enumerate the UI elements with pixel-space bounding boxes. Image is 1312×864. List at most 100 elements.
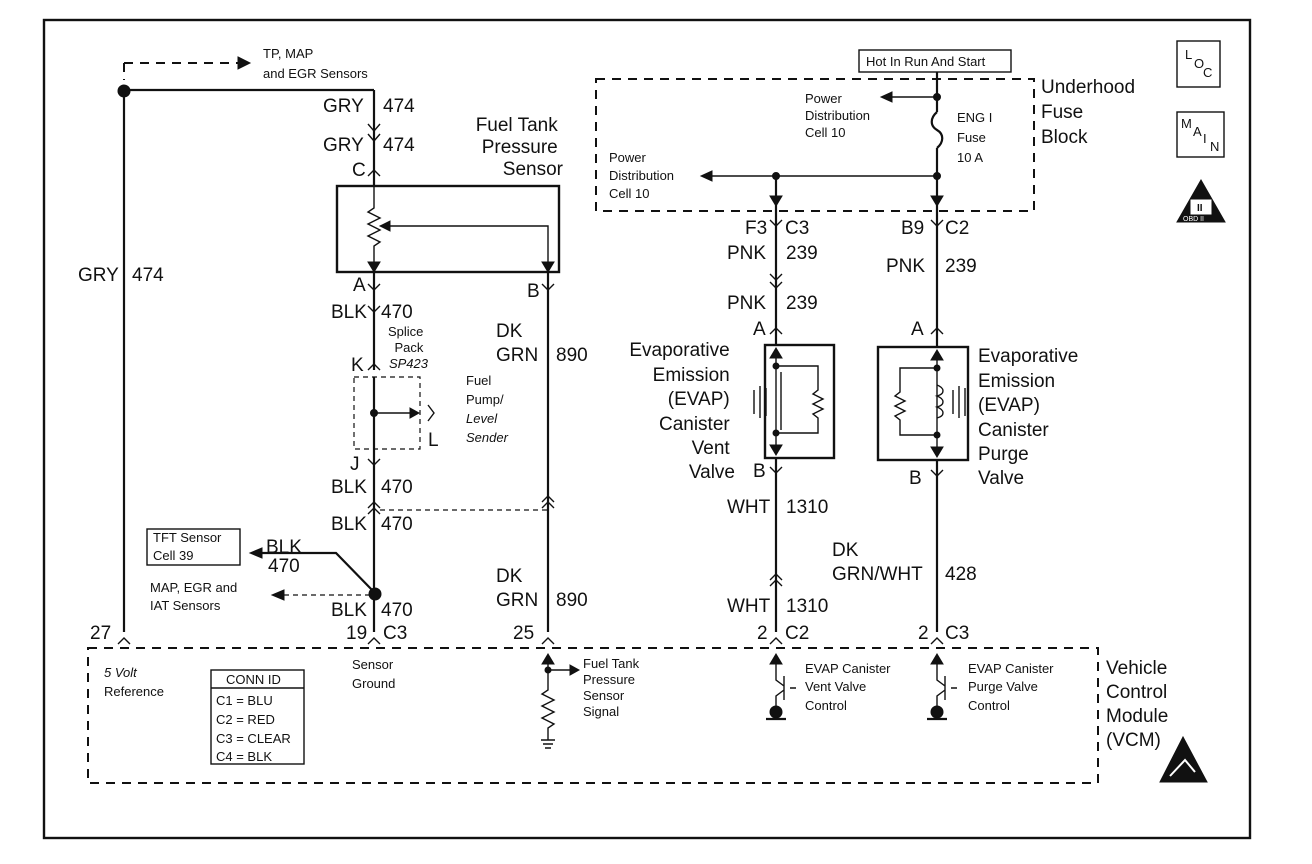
pnk-239-label-b: PNK 239 — [727, 293, 818, 314]
purge-ctrl-driver — [936, 664, 957, 706]
vcm-box — [87, 647, 1099, 784]
main-icon-n: N — [1210, 139, 1219, 154]
esd-warning-icon — [1159, 735, 1208, 783]
pin-c2-top-label: C2 — [945, 218, 969, 239]
purge-ctrl-label: EVAP Canister Purge Valve Control — [968, 661, 1057, 713]
pin-c-mark — [367, 169, 381, 177]
ftp-signal-arrow — [541, 653, 555, 665]
tft-sensor-box — [146, 528, 241, 566]
pin-2-vent-mark — [769, 637, 783, 645]
purge-dot-1 — [933, 364, 941, 372]
main-icon-m: M — [1181, 116, 1192, 131]
ftp-signal-label: Fuel Tank Pressure Sensor Signal — [583, 656, 643, 719]
pin-b9-label: B9 — [901, 218, 924, 239]
hot-in-run-label: Hot In Run And Start — [866, 54, 986, 69]
vent-pin-a: A — [753, 319, 766, 340]
purge-feed-arrow — [930, 195, 944, 207]
vcm-label: Vehicle Control Module (VCM) — [1106, 658, 1174, 751]
power-dist-top-label: Power Distribution Cell 10 — [805, 91, 874, 140]
map-egr-iat-label: MAP, EGR and IAT Sensors — [150, 580, 241, 613]
blk-470-label-j: BLK 470 — [331, 477, 413, 498]
purge-pin-a-mark — [930, 327, 944, 335]
purge-in-arrow — [930, 349, 944, 361]
splice-dot-ground — [368, 587, 382, 601]
sensor-b-arrow — [541, 261, 555, 273]
purge-pin-b: B — [909, 468, 922, 489]
tft-arrow — [248, 547, 263, 559]
loc-icon-l: L — [1185, 47, 1192, 62]
purge-ctrl-ground — [930, 705, 944, 719]
pin-a-fts: A — [353, 275, 366, 296]
vent-pin-b: B — [753, 461, 766, 482]
evap-purge-valve-box — [876, 345, 970, 462]
obd-ii-icon-inner — [1190, 199, 1212, 215]
pnk-239-label-c: PNK 239 — [886, 256, 977, 277]
wht-1310-label-a: WHT 1310 — [727, 497, 828, 518]
pin-27-mark — [117, 637, 131, 645]
evap-vent-valve-box — [763, 343, 836, 460]
pin-c-label: C — [352, 160, 366, 181]
pin-f3-label: F3 — [745, 218, 767, 239]
ftp-ground-symbol — [541, 739, 555, 749]
vent-ctrl-arrow — [769, 653, 783, 665]
conn-id-title: CONN ID — [226, 672, 281, 687]
vent-coil-bars — [753, 386, 767, 418]
power-dist-top-arrow — [879, 91, 893, 103]
purge-coil-circuit — [893, 360, 938, 447]
pin-b-fts: B — [527, 281, 540, 302]
power-dist-left-arrow — [699, 170, 713, 182]
tft-wire — [262, 551, 375, 593]
evap-purge-label: Evaporative Emission (EVAP) Canister Pur… — [978, 346, 1084, 489]
main-icon — [1176, 111, 1225, 158]
pin-25-label: 25 — [513, 623, 534, 644]
pin-2-purge: 2 — [918, 623, 929, 644]
pin-25-mark — [541, 637, 555, 645]
ftp-signal-circuit — [540, 656, 556, 740]
main-icon-a: A — [1193, 124, 1202, 139]
pin-k-label: K — [351, 355, 364, 376]
pin-c3-purge: C3 — [945, 623, 969, 644]
purge-coil — [934, 384, 944, 419]
sensor-potentiometer — [366, 186, 382, 272]
vent-ctrl-driver — [775, 664, 796, 706]
diagram-frame — [42, 18, 1252, 840]
eng-fuse-label: ENG I Fuse 10 A — [957, 110, 996, 165]
blk-470-connector-b — [367, 501, 381, 515]
esd-warning-hand — [1169, 758, 1196, 777]
pnk-239-label-a: PNK 239 — [727, 243, 818, 264]
dk-grn-890-label-a: DK GRN 890 — [496, 321, 588, 366]
loc-icon-o: O — [1194, 56, 1204, 71]
splice-pack-label: Splice Pack SP423 — [388, 324, 429, 371]
purge-pin-a: A — [911, 319, 924, 340]
tp-map-egr-arrow — [237, 56, 252, 70]
loc-icon — [1176, 40, 1221, 88]
vent-dot-2 — [772, 429, 780, 437]
obd-ii-icon-text: II — [1197, 203, 1203, 214]
pin-l-label: L — [428, 430, 439, 451]
pin-c2-vent: C2 — [785, 623, 809, 644]
gry-474-label-1: GRY 474 — [323, 96, 415, 117]
wht-connector — [769, 573, 783, 587]
blk-470-connector-a — [367, 305, 381, 313]
pin-j-label: J — [350, 454, 360, 475]
fuel-pump-label: Fuel Pump/ Level Sender — [466, 373, 509, 445]
vent-out-arrow — [769, 444, 783, 456]
hot-in-run-box — [858, 49, 1012, 73]
obd-ii-icon-caption: OBD II — [1183, 216, 1204, 223]
purge-ctrl-arrow — [930, 653, 944, 665]
fuel-pump-connector — [427, 404, 435, 422]
pin-c3-top-label: C3 — [785, 218, 809, 239]
pin-19-c3: C3 — [383, 623, 407, 644]
purge-out-arrow — [930, 446, 944, 458]
dk-grn-connector — [541, 495, 555, 509]
vent-in-arrow — [769, 347, 783, 359]
underhood-fuse-block-label: Underhood Fuse Block — [1041, 77, 1140, 148]
fuel-pump-tap-arrow — [409, 407, 421, 419]
evap-vent-label: Evaporative Emission (EVAP) Canister Ven… — [629, 340, 735, 483]
vent-coil-circuit — [775, 358, 825, 445]
connector-gry — [367, 123, 381, 143]
five-volt-ref-label: 5 Volt Reference — [104, 665, 164, 699]
underhood-fuse-block-box — [595, 78, 1035, 212]
wht-1310-label-b: WHT 1310 — [727, 596, 828, 617]
